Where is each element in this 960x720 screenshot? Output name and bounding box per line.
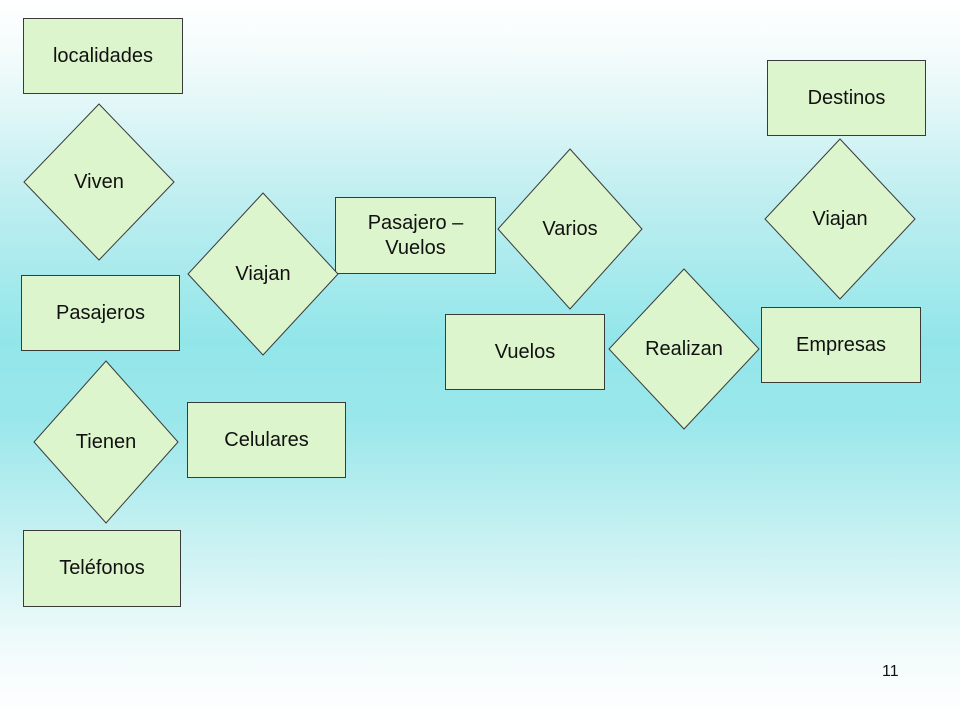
entity-pasajero-vuelos-label-line1: Pasajero – xyxy=(367,211,464,234)
entity-localidades-label: localidades xyxy=(52,44,154,67)
entity-empresas-label: Empresas xyxy=(795,333,887,356)
relationship-realizan-label: Realizan xyxy=(645,337,723,360)
entity-telefonos: Teléfonos xyxy=(23,530,181,607)
relationship-tienen-label: Tienen xyxy=(75,430,137,453)
entity-localidades: localidades xyxy=(23,18,183,94)
entity-empresas: Empresas xyxy=(761,307,921,383)
entity-celulares-label: Celulares xyxy=(224,428,309,451)
relationship-viajan-diamond-2 xyxy=(764,138,916,300)
relationship-viajan-diamond-1 xyxy=(187,192,339,356)
entity-vuelos-label: Vuelos xyxy=(494,340,556,363)
entity-pasajeros: Pasajeros xyxy=(21,275,180,351)
relationship-viven-label: Viven xyxy=(74,170,124,193)
entity-telefonos-label: Teléfonos xyxy=(59,557,145,579)
relationship-varios-diamond xyxy=(497,148,643,310)
relationship-viven-diamond xyxy=(23,103,175,261)
entity-destinos: Destinos xyxy=(767,60,926,136)
relationship-varios-label: Varios xyxy=(542,217,598,240)
relationship-viajan-label-2: Viajan xyxy=(812,207,868,230)
entity-pasajero-vuelos-label-line2: Vuelos xyxy=(385,236,446,259)
entity-destinos-label: Destinos xyxy=(807,86,886,109)
entity-pasajeros-label: Pasajeros xyxy=(56,301,145,324)
entity-pasajero-vuelos: Pasajero – Vuelos xyxy=(335,197,496,274)
relationship-realizan-diamond xyxy=(608,268,760,430)
entity-celulares: Celulares xyxy=(187,402,346,478)
entity-vuelos: Vuelos xyxy=(445,314,605,390)
relationship-viajan-label-1: Viajan xyxy=(235,262,291,285)
relationship-tienen-diamond xyxy=(33,360,179,524)
slide-page-number: 11 xyxy=(882,663,899,680)
